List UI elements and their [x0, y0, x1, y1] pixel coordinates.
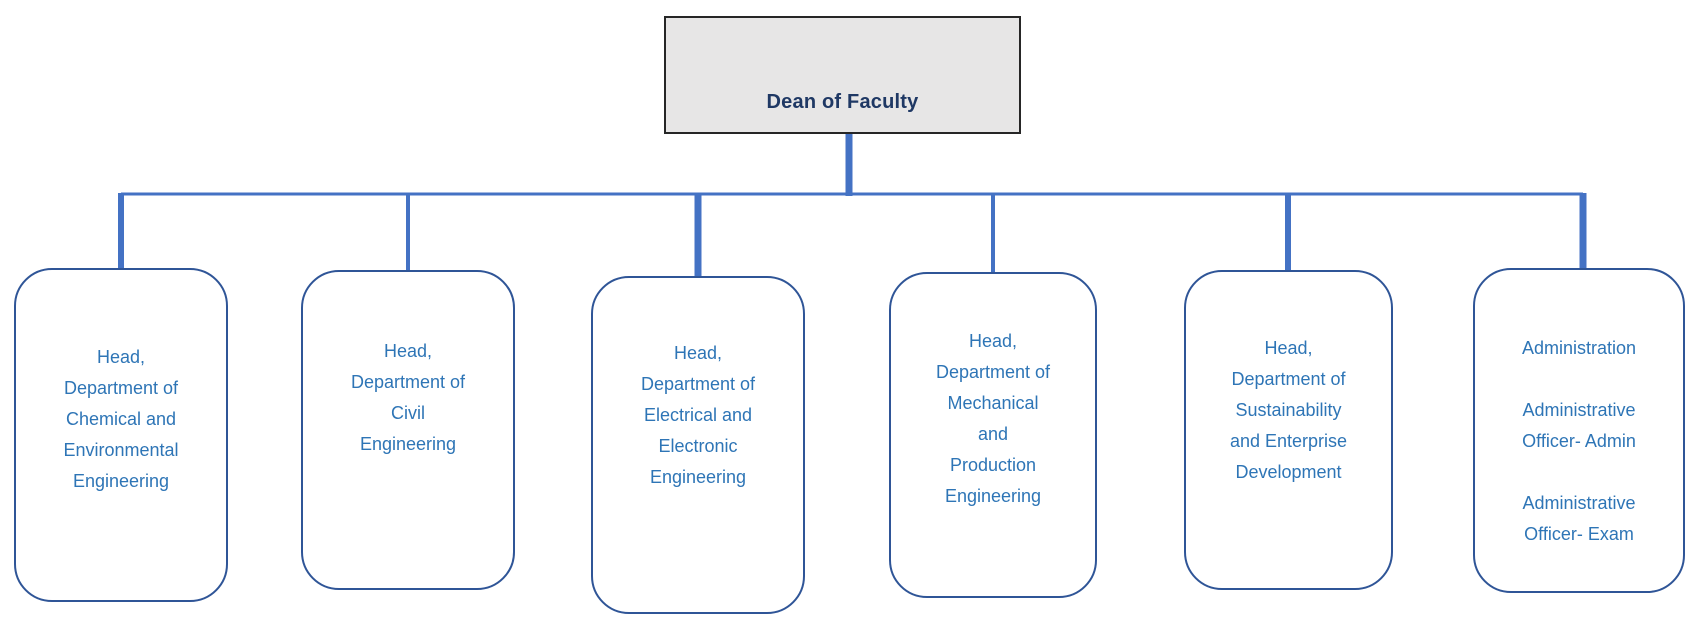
org-box-line: Administrative [1522, 493, 1636, 513]
org-box-line: Administration [1521, 338, 1637, 358]
org-box-line: Electrical and [643, 405, 753, 425]
org-box-line: Mechanical [947, 393, 1039, 413]
org-box-line: Department of [63, 378, 179, 398]
org-box-line: Officer- Admin [1522, 431, 1636, 451]
org-box-line [1475, 457, 1683, 488]
org-box-line: and [977, 424, 1009, 444]
org-box-line: Head, [673, 343, 723, 363]
org-box-administration: Administration Administrative Officer- A… [1473, 268, 1685, 593]
org-box-line: Head, [383, 341, 433, 361]
org-box-line: Civil [391, 403, 425, 423]
org-box-line: Officer- Exam [1524, 524, 1634, 544]
org-box-line: Chemical and [65, 409, 177, 429]
org-box-line: Sustainability [1235, 400, 1342, 420]
org-box-line: Department of [640, 374, 756, 394]
org-box-line: Head, [1264, 338, 1313, 358]
org-box-head-mechanical-production-engineering: Head, Department of Mechanical and Produ… [889, 272, 1097, 598]
org-box-line: Department of [935, 362, 1051, 382]
org-box-line: Head, [968, 331, 1018, 351]
org-box-line: Engineering [944, 486, 1042, 506]
org-box-dean-of-faculty: Dean of Faculty [664, 16, 1021, 134]
org-box-line: Production [949, 455, 1037, 475]
org-box-line: Department of [350, 372, 466, 392]
org-box-head-civil-engineering: Head, Department of Civil Engineering [301, 270, 515, 590]
org-box-line: Engineering [72, 471, 170, 491]
org-box-line: Department of [1231, 369, 1346, 389]
org-box-line: Engineering [359, 434, 457, 454]
org-box-line: Head, [96, 347, 146, 367]
org-box-head-electrical-electronic-engineering: Head, Department of Electrical and Elect… [591, 276, 805, 614]
org-box-line: Development [1235, 462, 1342, 482]
dean-of-faculty-label: Dean of Faculty [766, 91, 919, 113]
org-box-head-sustainability-enterprise-development: Head, Department of Sustainability and E… [1184, 270, 1393, 590]
org-box-line: Electronic [658, 436, 738, 456]
org-box-line: Environmental [63, 440, 179, 460]
org-box-line [1475, 364, 1683, 395]
org-box-head-chemical-environmental-engineering: Head, Department of Chemical and Environ… [14, 268, 228, 602]
org-box-line: Administrative [1522, 400, 1636, 420]
org-box-line: and Enterprise [1229, 431, 1348, 451]
org-box-line: Engineering [649, 467, 747, 487]
